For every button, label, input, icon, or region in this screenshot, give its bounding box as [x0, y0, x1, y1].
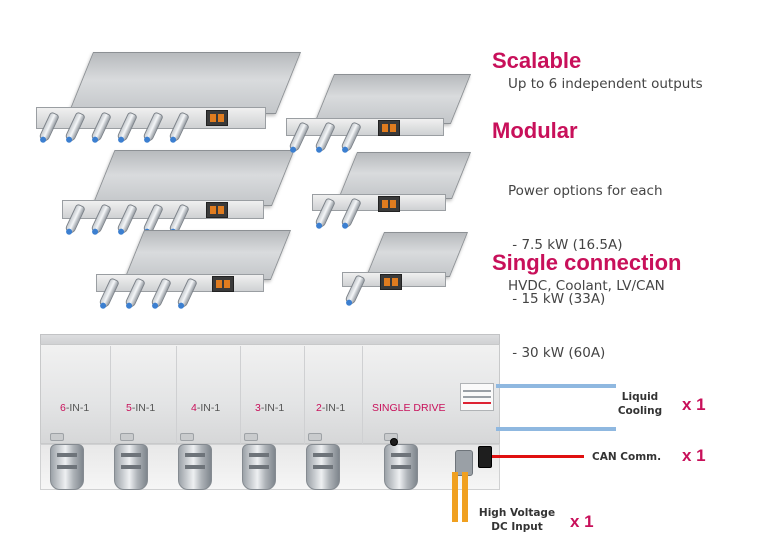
terminal-block	[206, 202, 228, 219]
feature-line: Up to 6 independent outputs	[508, 76, 703, 92]
panel-divider	[362, 346, 363, 444]
feature-text-modular: Power options for each - 7.5 kW (16.5A) …	[508, 146, 663, 380]
drive-label-suffix: -IN-1	[131, 402, 156, 414]
feature-line: - 30 kW (60A)	[508, 345, 606, 361]
drive-label-number: 4	[191, 402, 197, 414]
hv-line	[462, 472, 468, 522]
module-housing	[92, 150, 295, 206]
drive-label-single: SINGLE DRIVE	[372, 402, 446, 414]
feature-title-scalable: Scalable	[492, 48, 582, 73]
panel-divider	[176, 346, 177, 444]
mounting-lug	[120, 433, 134, 441]
feature-line: - 7.5 kW (16.5A)	[508, 237, 623, 253]
terminal-block	[378, 120, 400, 137]
multiplier-hv: x 1	[570, 512, 594, 531]
callout-line: DC Input	[491, 521, 543, 533]
feature-text-scalable: Up to 6 independent outputs	[508, 75, 703, 93]
drive-label-4-in-1: 4-IN-1	[191, 402, 220, 414]
callout-line: High Voltage	[478, 507, 556, 519]
drive-label-suffix: -IN-1	[65, 402, 90, 414]
drive-label-3-in-1: 3-IN-1	[255, 402, 284, 414]
hv-line	[452, 472, 458, 522]
mounting-lug	[180, 433, 194, 441]
panel-divider	[110, 346, 111, 444]
callout-line: Liquid	[621, 391, 659, 403]
drive-label-suffix: -IN-1	[321, 402, 346, 414]
drive-label-5-in-1: 5-IN-1	[126, 402, 155, 414]
drive-label-number: 5	[126, 402, 132, 414]
output-connector	[50, 444, 84, 490]
callout-line: Cooling	[617, 405, 663, 417]
drive-label-suffix: -IN-1	[260, 402, 285, 414]
module-3-in-1	[286, 74, 472, 154]
callout-hv-dc-input: High Voltage DC Input	[472, 506, 562, 534]
module-front	[286, 118, 445, 136]
feature-title-single-connection: Single connection	[492, 250, 682, 275]
terminal-block	[378, 196, 400, 213]
feature-line: HVDC, Coolant, LV/CAN	[508, 278, 665, 294]
drive-label-6-in-1: 6-IN-1	[60, 402, 89, 414]
feature-line: - 15 kW (33A)	[508, 291, 606, 307]
module-housing	[338, 152, 472, 200]
multiplier-cooling: x 1	[682, 395, 706, 414]
drive-label-suffix: -IN-1	[196, 402, 221, 414]
drive-label-2-in-1: 2-IN-1	[316, 402, 345, 414]
output-connector	[178, 444, 212, 490]
output-connector	[114, 444, 148, 490]
mounting-lug	[50, 433, 64, 441]
mounting-lug	[308, 433, 322, 441]
rating-label	[460, 383, 494, 411]
terminal-block	[206, 110, 228, 126]
drive-label-number: 3	[255, 402, 261, 414]
callout-can: CAN Comm.	[592, 451, 662, 463]
module-housing	[314, 74, 472, 124]
module-6-in-1	[36, 52, 302, 152]
terminal-block	[212, 276, 234, 293]
drive-panel	[40, 344, 500, 444]
coolant-line-top	[496, 384, 616, 388]
module-housing	[68, 52, 302, 114]
can-connector	[478, 446, 492, 468]
callout-liquid-cooling: Liquid Cooling	[610, 390, 670, 418]
module-5-in-1	[62, 150, 295, 240]
module-housing	[124, 230, 292, 280]
coolant-line-bottom	[496, 427, 616, 431]
module-single	[342, 232, 469, 306]
module-4-in-1	[96, 230, 292, 310]
panel-divider	[240, 346, 241, 444]
output-connector	[242, 444, 276, 490]
drive-label-number: 2	[316, 402, 322, 414]
output-connector	[384, 444, 418, 490]
mounting-lug	[244, 433, 258, 441]
terminal-block	[380, 273, 402, 290]
module-housing	[366, 232, 469, 277]
feature-title-modular: Modular	[492, 118, 578, 143]
indicator-dot	[390, 438, 398, 446]
output-connector	[306, 444, 340, 490]
can-line	[492, 455, 584, 458]
feature-text-single-connection: HVDC, Coolant, LV/CAN	[508, 277, 665, 295]
feature-line: Power options for each	[508, 183, 663, 199]
module-2-in-1	[312, 152, 472, 229]
panel-divider	[304, 346, 305, 444]
module-front	[96, 274, 264, 292]
drive-label-number: 6	[60, 402, 66, 414]
multiplier-can: x 1	[682, 446, 706, 465]
